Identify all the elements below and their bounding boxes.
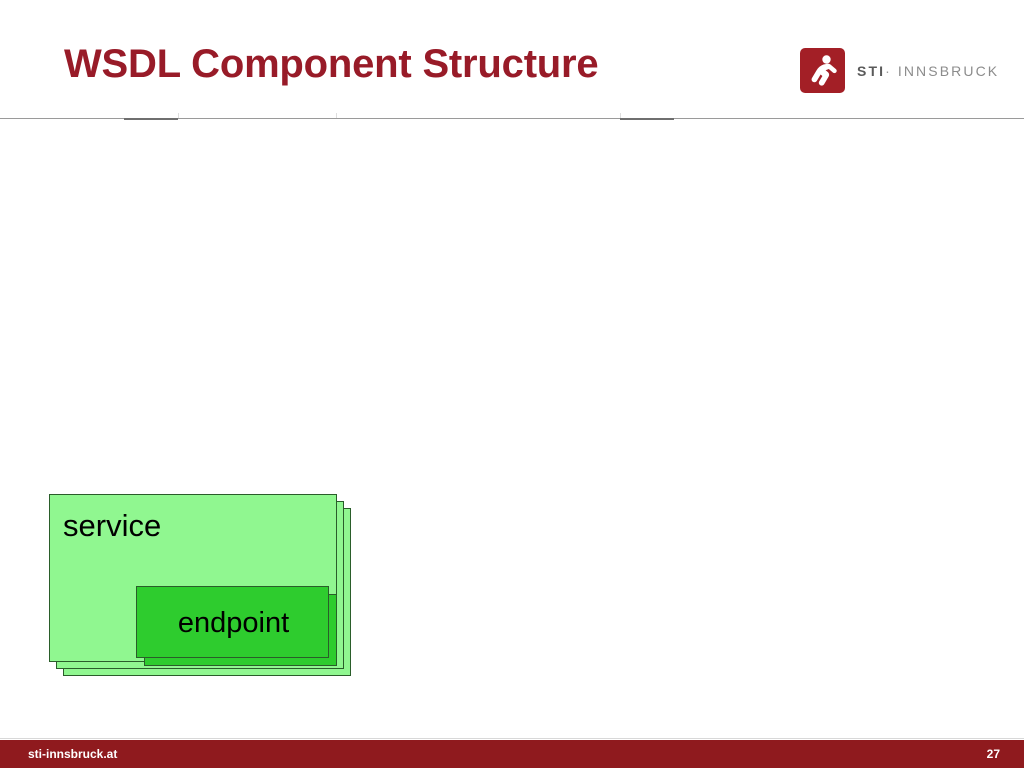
header-divider-tick [620,113,621,118]
sti-innsbruck-logo: STI· INNSBRUCK [800,48,999,93]
header-divider-tick [178,113,179,118]
logo-text-separator: · [885,62,892,79]
logo-text-sti: STI [857,62,886,79]
footer-page-number: 27 [986,747,1000,761]
endpoint-box-layer-1: endpoint [136,586,329,658]
service-box-label: service [63,508,162,543]
endpoint-box-label: endpoint [177,606,290,639]
footer-site-label: sti-innsbruck.at [28,747,118,761]
header-divider-segment-left [124,118,178,120]
footer-bar: sti-innsbruck.at 27 [0,740,1024,768]
logo-wordmark: STI· INNSBRUCK [857,64,999,78]
footer-hairline [0,738,1024,739]
sti-running-figure-icon [800,48,845,93]
header-divider [0,118,1024,119]
page-title: WSDL Component Structure [64,42,599,86]
header-divider-tick [336,113,337,118]
logo-text-innsbruck: INNSBRUCK [897,62,1000,79]
header-divider-segment-right [620,118,674,120]
